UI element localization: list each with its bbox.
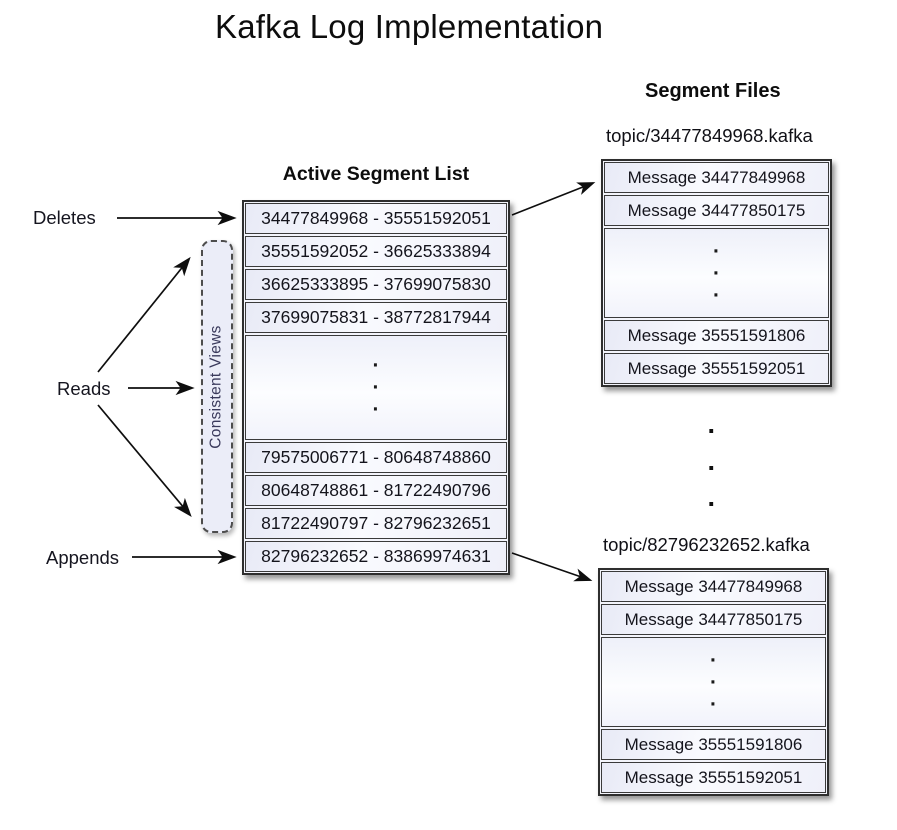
diagram-title: Kafka Log Implementation [215,8,604,45]
message-row: Message 34477850175 [604,195,829,226]
ellipsis-dot: · [372,376,380,399]
ellipsis-dot: · [713,261,720,285]
appends-label: Appends [46,547,120,568]
ellipsis-rows: · · · [245,335,507,440]
message-row: Message 34477849968 [604,162,829,193]
ellipsis-dot: · [713,283,720,307]
ellipsis-dot: · [707,416,717,446]
segment-range-row: 36625333895 - 37699075830 [245,269,507,300]
reads-arrow-down [97,404,192,518]
message-row: Message 35551592051 [601,762,826,793]
message-row: Message 35551592051 [604,353,829,384]
segment-range-row: 35551592052 - 36625333894 [245,236,507,267]
ellipsis-rows: · · · [601,637,826,727]
segment-range-row: 34477849968 - 35551592051 [245,203,507,234]
segment-range-row: 82796232652 - 83869974631 [245,541,507,572]
ellipsis-dot: · [710,692,717,716]
ellipsis-dot: · [372,398,380,421]
ellipsis-between-files: · · · [700,418,724,518]
connector-bottom-segment-file [511,552,593,582]
connector-top-segment-file [511,182,596,216]
consistent-views-label: Consistent Views [208,324,225,449]
active-segment-list: 34477849968 - 35551592051 35551592052 - … [242,200,510,575]
ellipsis-dot: · [710,648,717,672]
segment-filename: topic/34477849968.kafka [606,125,813,146]
consistent-views-box: Consistent Views [201,240,233,533]
segment-range-row: 37699075831 - 38772817944 [245,302,507,333]
segment-filename: topic/82796232652.kafka [603,534,810,555]
segment-range-row: 81722490797 - 82796232651 [245,508,507,539]
active-segment-list-heading: Active Segment List [282,163,470,185]
message-row: Message 35551591806 [604,320,829,351]
segment-range-row: 79575006771 - 80648748860 [245,442,507,473]
ellipsis-dot: · [707,452,717,483]
ellipsis-dot: · [713,239,720,263]
segment-range-row: 80648748861 - 81722490796 [245,475,507,506]
segment-file-box-top: Message 34477849968 Message 34477850175 … [601,159,832,387]
segment-files-heading: Segment Files [645,80,781,102]
deletes-label: Deletes [33,207,96,228]
ellipsis-dot: · [710,670,717,694]
ellipsis-rows: · · · [604,228,829,318]
ellipsis-dot: · [372,354,380,377]
message-row: Message 34477849968 [601,571,826,602]
message-row: Message 35551591806 [601,729,826,760]
segment-file-box-bottom: Message 34477849968 Message 34477850175 … [598,568,829,796]
message-row: Message 34477850175 [601,604,826,635]
ellipsis-dot: · [707,489,717,519]
reads-label: Reads [57,378,111,399]
reads-arrow-up [97,256,191,373]
